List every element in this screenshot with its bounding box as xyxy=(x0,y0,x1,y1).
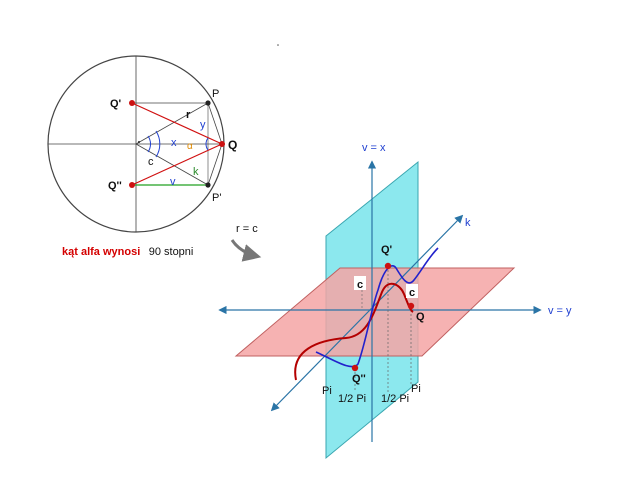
angle-arc-large xyxy=(155,130,161,158)
caption-red-text: kąt alfa wynosi xyxy=(62,246,140,258)
gray-arrow-icon xyxy=(230,239,262,262)
point-q-label: Q xyxy=(416,311,425,323)
radius-to-p-prime xyxy=(135,143,209,186)
axis-k xyxy=(270,214,464,412)
point-q-prime xyxy=(129,100,135,106)
label-x: x xyxy=(171,137,177,149)
radius-to-p xyxy=(135,102,209,145)
tick-half-pi-right: 1/2 Pi xyxy=(381,393,409,405)
circle-figure: P P' Q Q' Q'' r y x α c k v kąt alfa wyn… xyxy=(47,55,237,259)
label-c: c xyxy=(148,156,154,168)
stray-dot xyxy=(277,44,279,46)
transition-arrow: r = c xyxy=(230,223,262,262)
label-q-prime: Q' xyxy=(110,98,122,110)
axis-v-y-label: v = y xyxy=(548,305,572,317)
point-q-double-prime-label: Q'' xyxy=(352,373,366,385)
tick-pi-right: Pi xyxy=(411,383,421,395)
tick-pi-left: Pi xyxy=(322,385,332,397)
label-q-double-prime: Q'' xyxy=(108,180,122,192)
axes-figure: v = x v = y k Q' Q Q'' c c Pi 1/2 Pi 1/2… xyxy=(218,142,572,460)
axis-k-label: k xyxy=(465,217,471,229)
red-line-q-double-prime-q xyxy=(131,143,223,186)
point-q xyxy=(219,141,225,147)
tick-half-pi-left: 1/2 Pi xyxy=(338,393,366,405)
chord-q-to-p-prime xyxy=(207,143,223,186)
axis-v-x-label: v = x xyxy=(362,142,386,154)
point-q-double-prime xyxy=(129,182,135,188)
caption: kąt alfa wynosi 90 stopni xyxy=(62,242,193,259)
center-dot xyxy=(138,141,140,143)
label-p-prime: P' xyxy=(212,192,221,204)
label-c1-box xyxy=(354,276,366,290)
label-c2-box xyxy=(406,284,418,298)
point-p xyxy=(205,100,211,106)
point-q-prime-label: Q' xyxy=(381,244,393,256)
chord-p-to-q xyxy=(207,102,223,145)
label-k: k xyxy=(193,166,199,178)
caption-black-text: 90 stopni xyxy=(149,246,194,258)
arrow-note: r = c xyxy=(236,223,258,235)
red-curve xyxy=(294,282,414,381)
point3d-q-prime xyxy=(384,262,392,270)
label-v: v xyxy=(170,176,176,188)
label-y: y xyxy=(200,119,206,131)
label-alpha: α xyxy=(187,141,193,152)
point3d-q xyxy=(407,302,415,310)
point-p-prime xyxy=(205,182,211,188)
label-q: Q xyxy=(228,138,237,152)
label-r: r xyxy=(186,109,191,121)
point3d-q-double-prime xyxy=(351,364,359,372)
angle-arc-alpha xyxy=(205,137,209,151)
red-line-q-prime-q xyxy=(131,102,223,145)
label-p: P xyxy=(212,88,219,100)
angle-arc-small xyxy=(147,135,152,153)
label-c2: c xyxy=(409,287,415,299)
label-c1: c xyxy=(357,279,363,291)
blue-curve xyxy=(315,247,439,368)
